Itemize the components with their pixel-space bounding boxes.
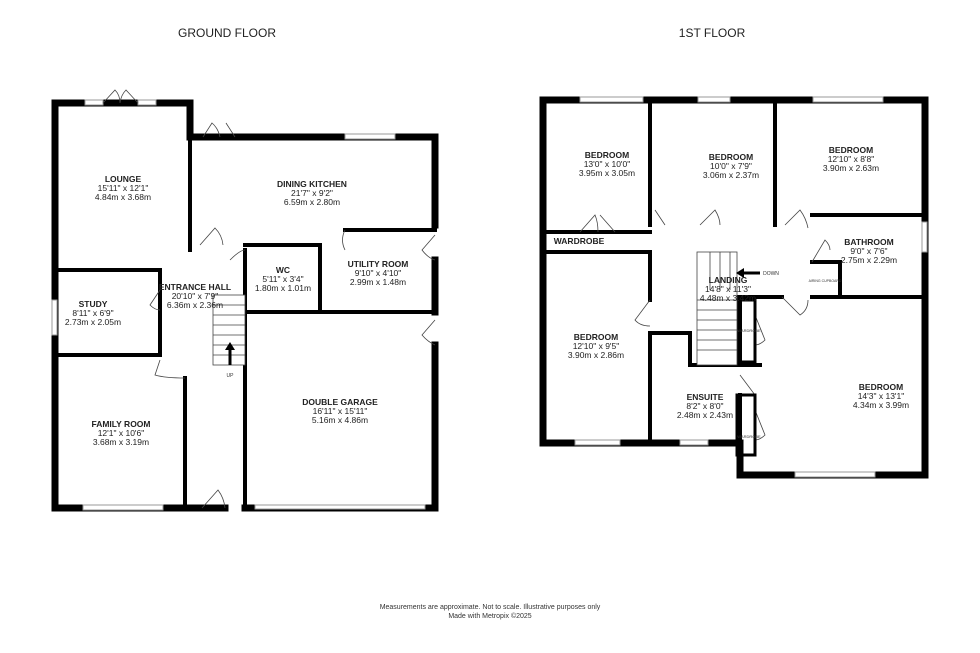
- room-imperial: 15'11" x 12'1": [98, 183, 149, 193]
- room-imperial: 16'11" x 15'11": [313, 406, 368, 416]
- room-name: BEDROOM: [859, 382, 903, 392]
- room-metric: 2.73m x 2.05m: [65, 317, 121, 327]
- room-name: BEDROOM: [574, 332, 618, 342]
- down-label: DOWN: [763, 271, 779, 277]
- room-name: DOUBLE GARAGE: [302, 397, 378, 407]
- room-imperial: 12'10" x 9'5": [573, 341, 620, 351]
- room-name: WC: [276, 265, 290, 275]
- room-name: BATHROOM: [844, 237, 893, 247]
- room-name: ENSUITE: [687, 392, 724, 402]
- room-name: BEDROOM: [709, 152, 753, 162]
- room-imperial: 10'0" x 7'9": [710, 161, 752, 171]
- room-metric: 2.99m x 1.48m: [350, 277, 406, 287]
- airing-cupboard-label: AIRING CUPBOARD: [809, 279, 842, 283]
- room-name: UTILITY ROOM: [348, 259, 409, 269]
- room-name: DINING KITCHEN: [277, 179, 347, 189]
- room-name: ENTRANCE HALL: [159, 282, 231, 292]
- ground-floor-walls: [51, 89, 439, 512]
- ground-stairs: UP: [212, 294, 246, 379]
- room-imperial: 12'10" x 8'8": [828, 154, 875, 164]
- room-metric: 4.34m x 3.99m: [853, 400, 909, 410]
- room-metric: 2.75m x 2.29m: [841, 255, 897, 265]
- room-metric: 6.36m x 2.36m: [167, 300, 223, 310]
- room-metric: 2.48m x 2.43m: [677, 410, 733, 420]
- room-metric: 3.95m x 3.05m: [579, 168, 635, 178]
- room-metric: 3.90m x 2.86m: [568, 350, 624, 360]
- room-imperial: 8'11" x 6'9": [72, 308, 113, 318]
- room-metric: 4.48m x 3.42m: [700, 293, 756, 303]
- room-metric: 1.80m x 1.01m: [255, 283, 311, 293]
- first-floor-walls: [539, 96, 929, 479]
- ground-floor-title: GROUND FLOOR: [178, 26, 276, 40]
- room-imperial: 14'8" x 11'3": [705, 284, 751, 294]
- room-name: STUDY: [79, 299, 108, 309]
- room-imperial: 12'1" x 10'6": [98, 428, 145, 438]
- room-imperial: 9'0" x 7'6": [850, 246, 887, 256]
- room-imperial: 13'0" x 10'0": [584, 159, 631, 169]
- disclaimer: Measurements are approximate. Not to sca…: [380, 604, 601, 611]
- room-name: LOUNGE: [105, 174, 142, 184]
- room-name: FAMILY ROOM: [91, 419, 150, 429]
- room-imperial: 5'11" x 3'4": [262, 274, 303, 284]
- room-metric: 3.90m x 2.63m: [823, 163, 879, 173]
- room-name: LANDING: [709, 275, 748, 285]
- room-metric: 3.68m x 3.19m: [93, 437, 149, 447]
- room-imperial: 8'2" x 8'0": [686, 401, 723, 411]
- room-name: BEDROOM: [585, 150, 629, 160]
- room-imperial: 20'10" x 7'9": [172, 291, 219, 301]
- wardrobe-small-label: WARDROBE: [737, 328, 761, 333]
- room-imperial: 21'7" x 9'2": [291, 188, 333, 198]
- room-name: BEDROOM: [829, 145, 873, 155]
- room-imperial: 9'10" x 4'10": [355, 268, 402, 278]
- room-metric: 6.59m x 2.80m: [284, 197, 340, 207]
- up-label: UP: [227, 373, 235, 379]
- first-stairs: DOWN: [696, 251, 779, 366]
- copyright: Made with Metropix ©2025: [448, 612, 531, 620]
- room-metric: 5.16m x 4.86m: [312, 415, 368, 425]
- room-metric: 4.84m x 3.68m: [95, 192, 151, 202]
- wardrobe-small-label: WARDROBE: [737, 434, 761, 439]
- room-metric: 3.06m x 2.37m: [703, 170, 759, 180]
- room-imperial: 14'3" x 13'1": [858, 391, 905, 401]
- first-floor-title: 1ST FLOOR: [679, 26, 746, 40]
- wardrobe-label: WARDROBE: [554, 236, 605, 246]
